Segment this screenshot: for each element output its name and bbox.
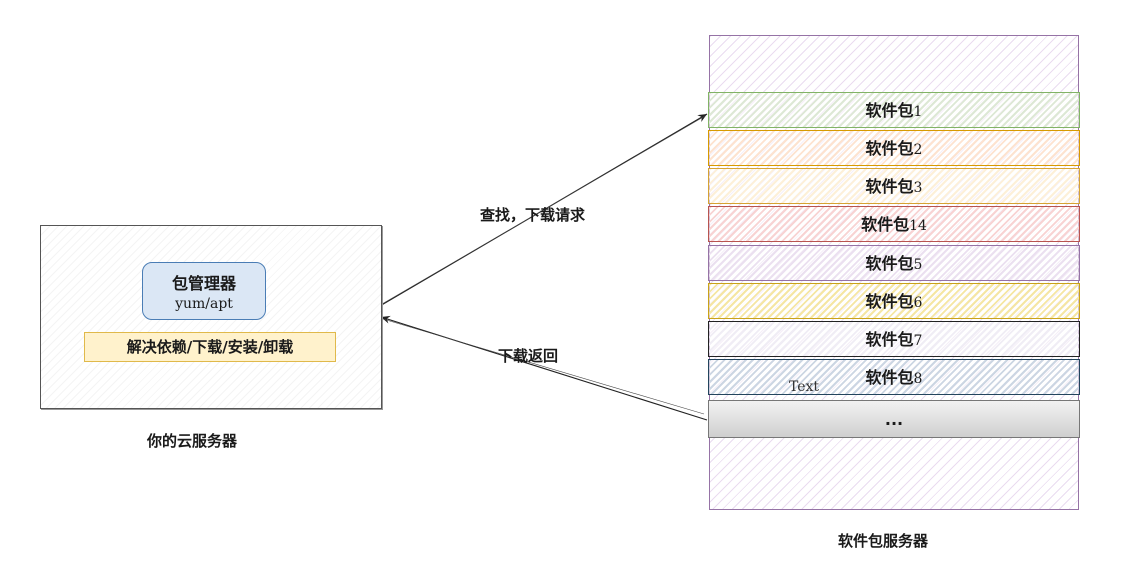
- resolve-dependencies-box: 解决依赖/下载/安装/卸载: [84, 332, 336, 362]
- package-row-more: ...: [708, 400, 1080, 438]
- package-number: 7: [913, 333, 923, 349]
- package-manager-box: 包管理器 yum/apt: [142, 262, 266, 320]
- package-name: 软件包: [865, 330, 914, 349]
- package-number: 14: [909, 218, 927, 234]
- package-number: 5: [913, 257, 923, 273]
- package-number: 2: [913, 142, 923, 158]
- request-arrow: [379, 113, 708, 307]
- package-row: 软件包14: [708, 206, 1080, 242]
- package-name: 软件包: [865, 101, 914, 120]
- package-name: 软件包: [865, 177, 914, 196]
- package-row: 软件包5: [708, 245, 1080, 281]
- package-name: 软件包: [861, 215, 910, 234]
- package-manager-subtitle: yum/apt: [175, 296, 233, 312]
- package-number: 1: [913, 104, 923, 120]
- package-row: 软件包2: [708, 130, 1080, 166]
- package-name: 软件包: [865, 139, 914, 158]
- package-row: 软件包1: [708, 92, 1080, 128]
- package-number: 8: [913, 371, 923, 387]
- package-row: 软件包8: [708, 359, 1080, 395]
- package-name: 软件包: [865, 368, 914, 387]
- package-server-label: 软件包服务器: [838, 532, 929, 550]
- package-row: 软件包6: [708, 283, 1080, 319]
- package-number: 3: [913, 180, 923, 196]
- client-server-label: 你的云服务器: [147, 432, 238, 450]
- package-name: 软件包: [865, 254, 914, 273]
- response-arrow: [380, 315, 708, 421]
- package-name: 软件包: [865, 292, 914, 311]
- package-name: ...: [884, 410, 904, 429]
- text-note: Text: [789, 379, 820, 395]
- request-arrow-label: 查找，下载请求: [480, 206, 586, 224]
- package-row: 软件包7: [708, 321, 1080, 357]
- package-manager-title: 包管理器: [171, 274, 236, 293]
- package-row: 软件包3: [708, 168, 1080, 204]
- response-arrow-label: 下载返回: [498, 347, 559, 365]
- package-number: 6: [913, 295, 923, 311]
